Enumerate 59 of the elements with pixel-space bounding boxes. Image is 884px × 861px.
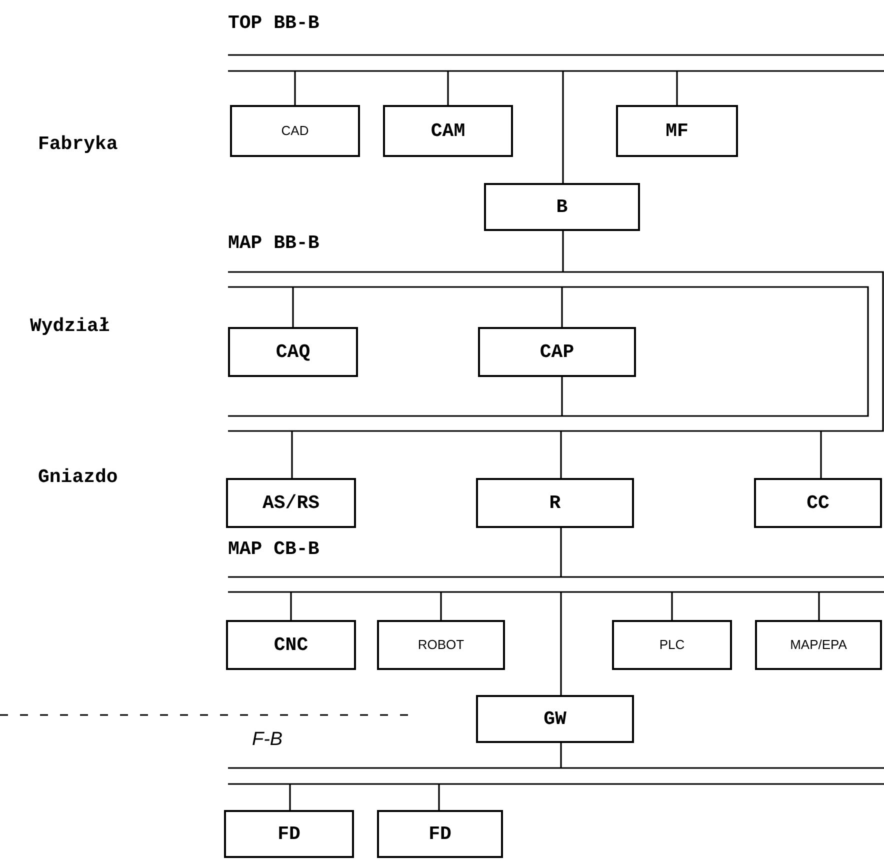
process-box [484, 183, 640, 231]
box-label: B [556, 194, 568, 220]
process-box [476, 478, 634, 528]
process-box [377, 620, 505, 670]
connector-line [818, 592, 820, 620]
bus-label: TOP BB-B [228, 12, 320, 36]
box-label: AS/RS [262, 490, 320, 516]
box-label: MAP/EPA [790, 636, 847, 654]
connector-line [438, 784, 440, 810]
level-label: Wydział [30, 314, 110, 339]
box-label: CAQ [276, 340, 310, 365]
connector-line [560, 431, 562, 478]
box-label: FD [278, 822, 300, 847]
level-label: Fabryka [38, 132, 118, 157]
box-label: ROBOT [418, 636, 464, 654]
process-box [476, 695, 634, 743]
connector-line [561, 377, 563, 416]
connector-line [676, 71, 678, 105]
box-label: CAM [430, 118, 466, 144]
connector-line [560, 592, 562, 695]
connector-line [447, 71, 449, 105]
connector-line [290, 592, 292, 620]
process-box [754, 478, 882, 528]
bus-label: MAP BB-B [228, 232, 320, 256]
box-label: CNC [274, 632, 308, 658]
box-label: GW [544, 706, 566, 732]
connector-line [560, 743, 562, 768]
box-label: FD [428, 822, 452, 847]
bus-label: F-B [252, 728, 283, 752]
process-box [226, 478, 356, 528]
box-label: R [549, 490, 561, 516]
box-label: PLC [659, 636, 685, 654]
box-label: MF [666, 118, 688, 144]
level-label: Gniazdo [38, 465, 118, 490]
connector-line [292, 287, 294, 327]
bus-line [228, 12, 884, 74]
process-box [230, 105, 360, 157]
connector-line [294, 71, 296, 105]
process-box [616, 105, 738, 157]
connector-line [560, 528, 562, 577]
box-label: CC [806, 490, 830, 516]
connector-line [561, 287, 563, 327]
connector-line [562, 71, 564, 183]
process-box [377, 810, 503, 858]
process-box [224, 810, 354, 858]
connector-line [671, 592, 673, 620]
connector-line [291, 431, 293, 478]
bus-label: MAP CB-B [228, 538, 320, 562]
box-label: CAP [540, 340, 574, 365]
process-box [226, 620, 356, 670]
process-box [755, 620, 882, 670]
connector-line [820, 431, 822, 478]
process-box [612, 620, 732, 670]
connector-line [440, 592, 442, 620]
process-box [383, 105, 513, 157]
box-label: CAD [281, 122, 309, 140]
bus-line [228, 538, 884, 594]
connector-line [562, 231, 564, 272]
connector-line [289, 784, 291, 810]
